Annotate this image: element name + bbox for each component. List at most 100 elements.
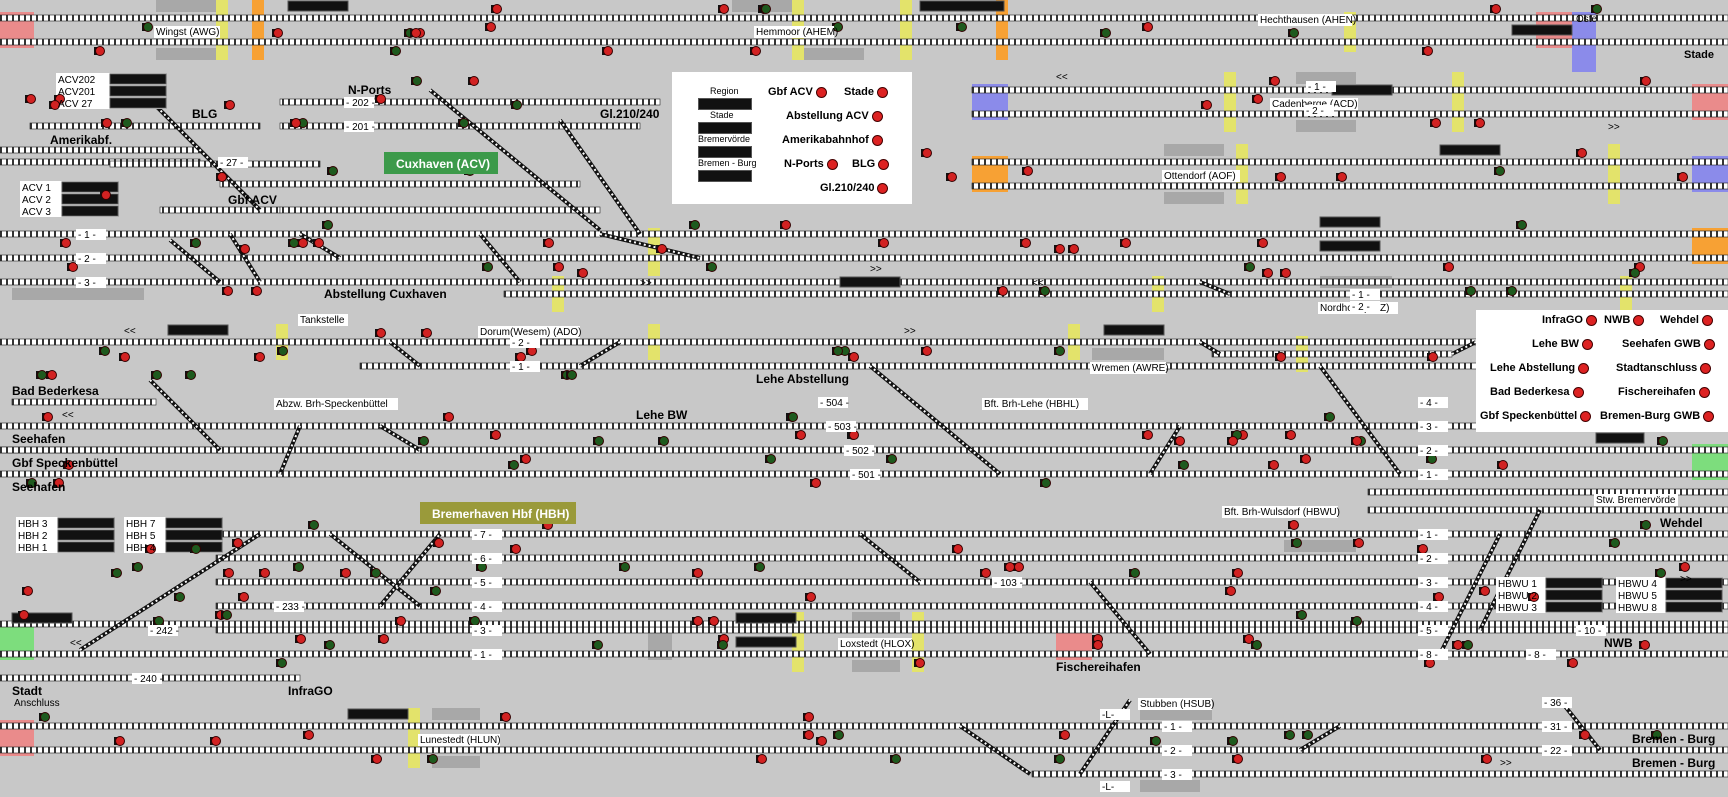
signal-lamp[interactable] xyxy=(1680,562,1690,572)
signal-lamp[interactable] xyxy=(255,352,265,362)
signal-lamp[interactable] xyxy=(1226,586,1236,596)
signal-lamp[interactable] xyxy=(719,4,729,14)
signal-lamp[interactable] xyxy=(1292,538,1302,548)
signal-lamp[interactable] xyxy=(1228,736,1238,746)
legend-nports[interactable]: N-Ports xyxy=(784,158,838,170)
signal-lamp[interactable] xyxy=(379,634,389,644)
signal-lamp[interactable] xyxy=(578,268,588,278)
signal-lamp[interactable] xyxy=(1276,172,1286,182)
rlegend-nwb[interactable]: NWB xyxy=(1604,314,1645,326)
signal-lamp[interactable] xyxy=(947,172,957,182)
signal-lamp[interactable] xyxy=(102,118,112,128)
signal-lamp[interactable] xyxy=(152,370,162,380)
signal-lamp[interactable] xyxy=(804,712,814,722)
signal-lamp[interactable] xyxy=(64,460,74,470)
signal-lamp[interactable] xyxy=(1021,238,1031,248)
signal-lamp[interactable] xyxy=(593,640,603,650)
signal-lamp[interactable] xyxy=(1428,352,1438,362)
signal-lamp[interactable] xyxy=(371,568,381,578)
signal-lamp[interactable] xyxy=(277,658,287,668)
signal-lamp[interactable] xyxy=(1263,268,1273,278)
signal-lamp[interactable] xyxy=(434,538,444,548)
signal-lamp[interactable] xyxy=(1228,436,1238,446)
signal-lamp[interactable] xyxy=(512,100,522,110)
signal-lamp[interactable] xyxy=(260,568,270,578)
signal-lamp[interactable] xyxy=(757,754,767,764)
rlegend-bremen-burg-gwb[interactable]: Bremen-Burg GWB xyxy=(1600,410,1715,422)
signal-lamp[interactable] xyxy=(223,286,233,296)
signal-lamp[interactable] xyxy=(1466,286,1476,296)
signal-lamp[interactable] xyxy=(1463,640,1473,650)
signal-lamp[interactable] xyxy=(693,616,703,626)
signal-lamp[interactable] xyxy=(998,286,1008,296)
signal-lamp[interactable] xyxy=(68,262,78,272)
signal-lamp[interactable] xyxy=(27,478,37,488)
signal-lamp[interactable] xyxy=(1281,268,1291,278)
signal-lamp[interactable] xyxy=(817,736,827,746)
signal-lamp[interactable] xyxy=(1482,754,1492,764)
signal-lamp[interactable] xyxy=(1233,754,1243,764)
signal-lamp[interactable] xyxy=(486,22,496,32)
signal-lamp[interactable] xyxy=(1005,562,1015,572)
signal-lamp[interactable] xyxy=(143,22,153,32)
signal-lamp[interactable] xyxy=(1423,46,1433,56)
signal-lamp[interactable] xyxy=(1592,4,1602,14)
signal-lamp[interactable] xyxy=(1055,244,1065,254)
signal-lamp[interactable] xyxy=(796,430,806,440)
signal-lamp[interactable] xyxy=(470,616,480,626)
signal-lamp[interactable] xyxy=(101,190,111,200)
signal-lamp[interactable] xyxy=(1040,286,1050,296)
signal-lamp[interactable] xyxy=(1641,76,1651,86)
signal-lamp[interactable] xyxy=(659,436,669,446)
signal-lamp[interactable] xyxy=(834,730,844,740)
rlegend-gbf-speck[interactable]: Gbf Speckenbüttel xyxy=(1480,410,1592,422)
signal-lamp[interactable] xyxy=(1529,592,1539,602)
signal-lamp[interactable] xyxy=(1253,94,1263,104)
signal-lamp[interactable] xyxy=(516,352,526,362)
signal-lamp[interactable] xyxy=(501,712,511,722)
signal-lamp[interactable] xyxy=(521,454,531,464)
signal-lamp[interactable] xyxy=(567,370,577,380)
signal-lamp[interactable] xyxy=(240,244,250,254)
legend-abst-acv[interactable]: Abstellung ACV xyxy=(786,110,883,122)
signal-lamp[interactable] xyxy=(211,736,221,746)
signal-lamp[interactable] xyxy=(709,616,719,626)
signal-lamp[interactable] xyxy=(1286,430,1296,440)
signal-lamp[interactable] xyxy=(1143,22,1153,32)
signal-lamp[interactable] xyxy=(120,352,130,362)
signal-lamp[interactable] xyxy=(1289,520,1299,530)
signal-lamp[interactable] xyxy=(1233,568,1243,578)
signal-lamp[interactable] xyxy=(1580,730,1590,740)
signal-lamp[interactable] xyxy=(1491,4,1501,14)
signal-lamp[interactable] xyxy=(1507,286,1517,296)
rlegend-lehe-abst[interactable]: Lehe Abstellung xyxy=(1490,362,1590,374)
signal-lamp[interactable] xyxy=(718,640,728,650)
legend-amerikabahnhof[interactable]: Amerikabahnhof xyxy=(782,134,883,146)
rlegend-infrago[interactable]: InfraGO xyxy=(1542,314,1597,326)
signal-lamp[interactable] xyxy=(1640,640,1650,650)
signal-lamp[interactable] xyxy=(431,586,441,596)
signal-lamp[interactable] xyxy=(781,220,791,230)
signal-lamp[interactable] xyxy=(1498,460,1508,470)
signal-lamp[interactable] xyxy=(1568,658,1578,668)
signal-lamp[interactable] xyxy=(309,520,319,530)
signal-lamp[interactable] xyxy=(1610,538,1620,548)
signal-lamp[interactable] xyxy=(224,568,234,578)
signal-lamp[interactable] xyxy=(1245,262,1255,272)
signal-lamp[interactable] xyxy=(422,328,432,338)
signal-lamp[interactable] xyxy=(391,46,401,56)
signal-lamp[interactable] xyxy=(707,262,717,272)
signal-lamp[interactable] xyxy=(112,568,122,578)
signal-lamp[interactable] xyxy=(1325,412,1335,422)
signal-lamp[interactable] xyxy=(325,640,335,650)
signal-lamp[interactable] xyxy=(19,610,29,620)
signal-lamp[interactable] xyxy=(1453,640,1463,650)
signal-lamp[interactable] xyxy=(1297,610,1307,620)
legend-stade[interactable]: Stade xyxy=(844,86,888,98)
signal-lamp[interactable] xyxy=(1289,28,1299,38)
legend-gl210[interactable]: Gl.210/240 xyxy=(820,182,889,194)
signal-lamp[interactable] xyxy=(1431,118,1441,128)
signal-lamp[interactable] xyxy=(483,262,493,272)
signal-lamp[interactable] xyxy=(95,46,105,56)
signal-lamp[interactable] xyxy=(891,754,901,764)
